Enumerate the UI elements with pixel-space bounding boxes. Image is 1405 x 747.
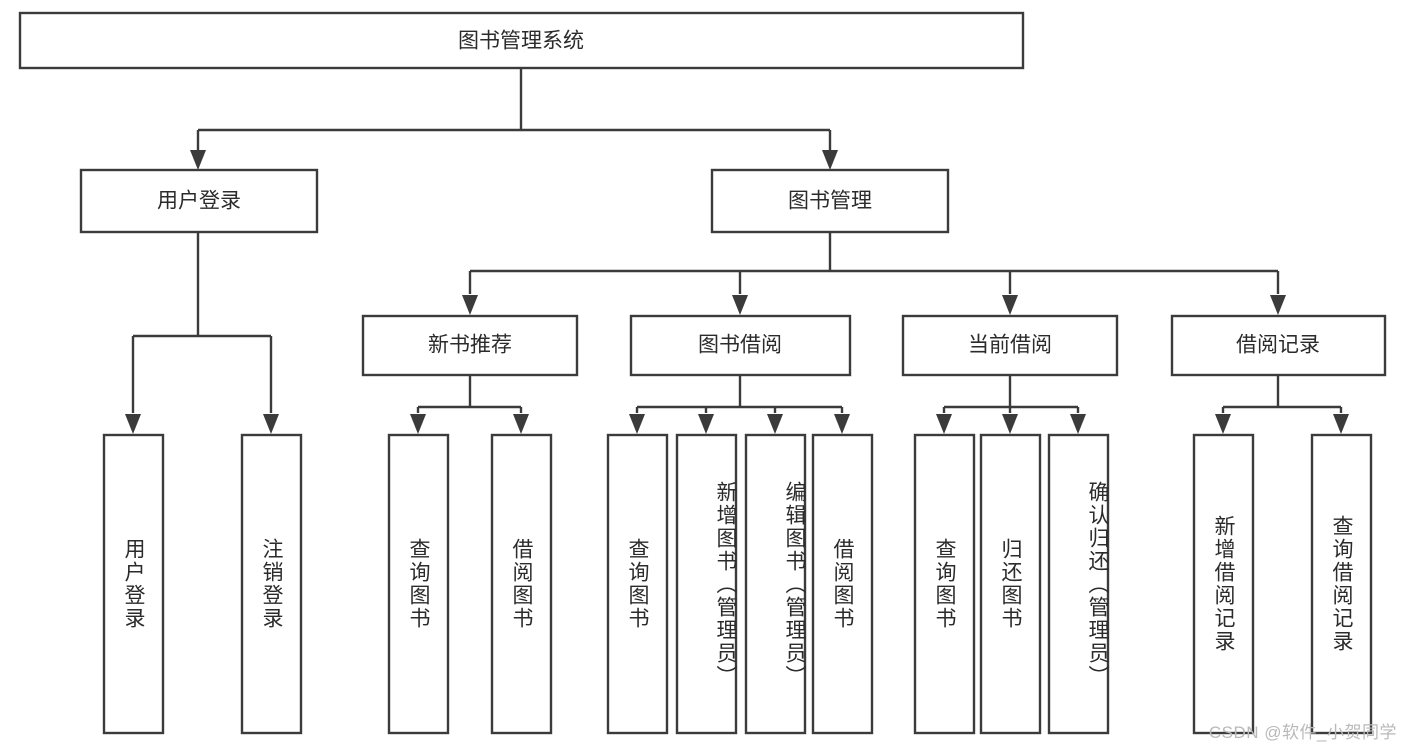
node-leaf-query-book-2-box[interactable] bbox=[606, 433, 669, 735]
connector-group-borrow-record bbox=[1215, 375, 1349, 434]
node-book-borrow-box[interactable] bbox=[629, 314, 852, 377]
node-title[interactable]: 图书管理系统 bbox=[18, 11, 1025, 70]
node-borrow-record[interactable]: 借阅记录 bbox=[1170, 314, 1387, 377]
connector-group-current-borrow bbox=[936, 375, 1086, 434]
arrowhead-leaf-logout-login bbox=[263, 414, 279, 434]
node-leaf-borrow-book-2-box[interactable] bbox=[811, 433, 874, 735]
arrowhead-leaf-confirm-return bbox=[1070, 414, 1086, 434]
arrowhead-current-borrow bbox=[1002, 295, 1018, 315]
arrowhead-leaf-add-record bbox=[1215, 414, 1231, 434]
connector-group-book-mgmt bbox=[462, 232, 1286, 315]
csdn-watermark: CSDN @软件_小贺同学 bbox=[1208, 723, 1397, 742]
connector-group-book-borrow bbox=[629, 375, 850, 434]
node-title-label: 图书管理系统 bbox=[458, 30, 584, 53]
node-user-login[interactable]: 用户登录 bbox=[79, 168, 319, 234]
arrowhead-leaf-query-book-3 bbox=[936, 414, 952, 434]
node-new-book-recommend-label: 新书推荐 bbox=[428, 334, 512, 357]
arrowhead-leaf-query-book-1 bbox=[410, 414, 426, 434]
node-leaf-edit-book-box[interactable] bbox=[744, 433, 807, 735]
arrowhead-leaf-return-book bbox=[1002, 414, 1018, 434]
node-leaf-add-book-box[interactable] bbox=[675, 433, 738, 735]
arrowhead-leaf-user-login bbox=[125, 414, 141, 434]
node-leaf-query-book-1-box[interactable] bbox=[387, 433, 450, 735]
arrowhead-leaf-edit-book bbox=[767, 414, 783, 434]
arrowhead-borrow-record bbox=[1270, 295, 1286, 315]
node-borrow-record-box[interactable] bbox=[1170, 314, 1387, 377]
node-book-management-box[interactable] bbox=[710, 168, 950, 234]
node-leaf-confirm-return-box[interactable] bbox=[1047, 433, 1110, 735]
leaf-boxes-group bbox=[102, 433, 1373, 735]
node-leaf-user-login-box[interactable] bbox=[102, 433, 165, 735]
node-user-login-box[interactable] bbox=[79, 168, 319, 234]
arrowhead-book-borrow bbox=[732, 295, 748, 315]
connector-group-user-login bbox=[125, 232, 279, 434]
connector-group-new-book-recommend bbox=[410, 375, 529, 434]
node-leaf-borrow-book-1-box[interactable] bbox=[490, 433, 553, 735]
node-current-borrow[interactable]: 当前借阅 bbox=[901, 314, 1119, 377]
node-user-login-label: 用户登录 bbox=[157, 190, 241, 213]
node-leaf-return-book-box[interactable] bbox=[979, 433, 1042, 735]
node-book-management[interactable]: 图书管理 bbox=[710, 168, 950, 234]
arrowhead-user-login bbox=[190, 150, 206, 170]
arrowhead-leaf-borrow-book-2 bbox=[834, 414, 850, 434]
node-leaf-add-record-box[interactable] bbox=[1192, 433, 1255, 735]
node-leaf-query-record-box[interactable] bbox=[1310, 433, 1373, 735]
node-leaf-logout-login-box[interactable] bbox=[240, 433, 303, 735]
arrowhead-book-mgmt bbox=[822, 150, 838, 170]
node-book-borrow-label: 图书借阅 bbox=[698, 334, 782, 357]
connector-group-root bbox=[190, 68, 838, 170]
node-current-borrow-box[interactable] bbox=[901, 314, 1119, 377]
arrowhead-new-book-recommend bbox=[462, 295, 478, 315]
arrowhead-leaf-query-book-2 bbox=[629, 414, 645, 434]
node-title-box[interactable] bbox=[18, 11, 1025, 70]
arrowhead-leaf-borrow-book-1 bbox=[513, 414, 529, 434]
node-new-book-recommend-box[interactable] bbox=[361, 314, 579, 377]
node-current-borrow-label: 当前借阅 bbox=[968, 334, 1052, 357]
arrowhead-leaf-add-book bbox=[698, 414, 714, 434]
node-book-management-label: 图书管理 bbox=[788, 190, 872, 213]
node-book-borrow[interactable]: 图书借阅 bbox=[629, 314, 852, 377]
node-new-book-recommend[interactable]: 新书推荐 bbox=[361, 314, 579, 377]
arrowhead-leaf-query-record bbox=[1333, 414, 1349, 434]
node-leaf-query-book-3-box[interactable] bbox=[913, 433, 976, 735]
node-borrow-record-label: 借阅记录 bbox=[1236, 334, 1320, 357]
